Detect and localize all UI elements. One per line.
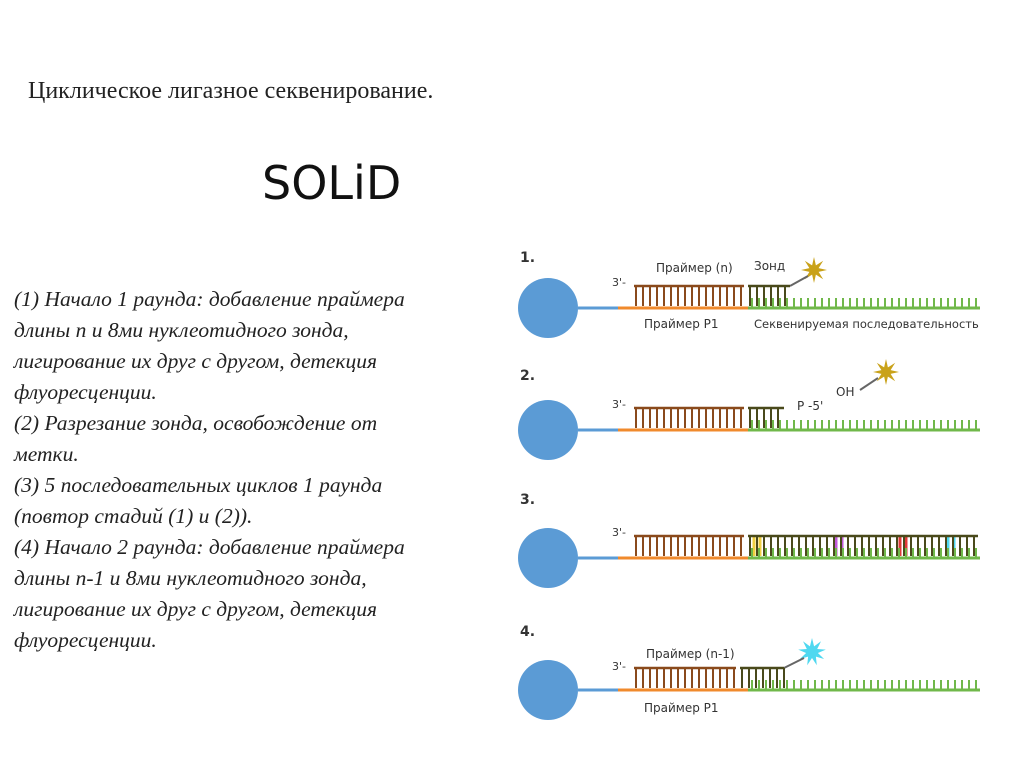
description-line: флуоресценции. <box>14 628 157 652</box>
panel-number: 2. <box>520 368 535 384</box>
bead <box>518 278 578 338</box>
probe-linker <box>789 275 809 287</box>
bead <box>518 528 578 588</box>
description-line: лигирование их друг с другом, детекция <box>14 349 377 373</box>
description-line: метки. <box>14 442 79 466</box>
probe-label: Зонд <box>754 259 785 273</box>
description-line: длины n и 8ми нуклеотидного зонда, <box>14 318 349 342</box>
panel-2: 2. 3'- P -5' OH <box>518 359 980 460</box>
bead <box>518 400 578 460</box>
bead <box>518 660 578 720</box>
panel-1: 1. 3'- Праймер (n) Зонд Праймер P1 Секве… <box>518 250 980 338</box>
primer-label: Праймер (n-1) <box>646 647 735 661</box>
subtitle: Циклическое лигазное секвенирование. <box>28 78 434 104</box>
description-line: (повтор стадий (1) и (2)). <box>14 504 253 528</box>
prime-label: 3'- <box>612 660 626 673</box>
prime-label: 3'- <box>612 276 626 289</box>
oh-label: OH <box>836 385 854 399</box>
description-list: (1) Начало 1 раунда: добавление праймера… <box>14 284 506 656</box>
solid-diagram: 1. 3'- Праймер (n) Зонд Праймер P1 Секве… <box>508 238 1024 730</box>
fluorophore-star <box>873 359 899 385</box>
panel-3: 3. 3'- <box>518 492 980 588</box>
description-line: (3) 5 последовательных циклов 1 раунда <box>14 473 383 497</box>
diagram-svg: 1. 3'- Праймер (n) Зонд Праймер P1 Секве… <box>518 250 980 720</box>
probe-linker <box>783 657 805 669</box>
panel-number: 3. <box>520 492 535 508</box>
sequence-label: Секвенируемая последовательность <box>754 317 979 331</box>
p1-label: Праймер P1 <box>644 701 719 715</box>
description-line: лигирование их друг с другом, детекция <box>14 597 377 621</box>
fluorophore-star <box>798 638 826 666</box>
fluorophore-star <box>801 257 827 283</box>
description-line: (2) Разрезание зонда, освобождение от <box>14 411 378 435</box>
oh-linker <box>859 377 879 391</box>
panel-number: 1. <box>520 250 535 266</box>
prime-label: 3'- <box>612 398 626 411</box>
panel-4: 4. 3'- Праймер (n-1) Праймер P1 <box>518 624 980 720</box>
description-line: флуоресценции. <box>14 380 157 404</box>
p1-label: Праймер P1 <box>644 317 719 331</box>
primer-label: Праймер (n) <box>656 261 733 275</box>
description-line: (1) Начало 1 раунда: добавление праймера <box>14 287 405 311</box>
prime-label: 3'- <box>612 526 626 539</box>
description-line: длины n-1 и 8ми нуклеотидного зонда, <box>14 566 367 590</box>
page-title: SOLiD <box>262 156 402 210</box>
p-5-label: P -5' <box>797 399 823 413</box>
panel-number: 4. <box>520 624 535 640</box>
description-line: (4) Начало 2 раунда: добавление праймера <box>14 535 405 559</box>
